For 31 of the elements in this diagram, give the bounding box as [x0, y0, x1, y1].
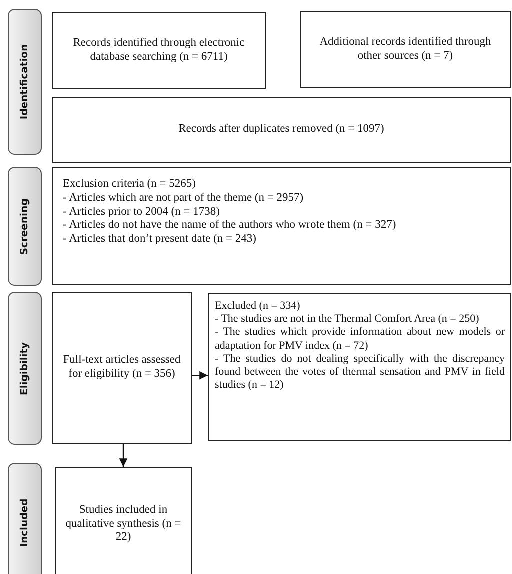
- exclusion-box: [208, 293, 511, 441]
- criterion-text: - The studies are not in the Thermal Comfort Area (n = 250): [215, 313, 480, 326]
- criterion-text: - Articles do not have the name of the authors who wrote them (n = 327): [63, 219, 398, 234]
- phase-label: Screening: [20, 198, 30, 255]
- box-text: Studies included in qualitative synthesis (n = 22): [64, 504, 182, 546]
- process-box: [52, 97, 511, 163]
- criterion-text: - Articles prior to 2004 (n = 1738): [63, 206, 221, 220]
- box-text: Records after duplicates removed (n = 1097): [178, 123, 384, 137]
- criterion-text: - Articles which are not part of the theme (n = 2957): [63, 192, 305, 206]
- box-text: Records identified through electronic database searching (n = 6711): [72, 36, 246, 64]
- exclusion-box: [52, 167, 511, 285]
- box-text: Excluded (n = 334): [215, 300, 302, 314]
- process-box: [300, 11, 511, 88]
- phase-label: Eligibility: [20, 342, 30, 395]
- phase-tab: [8, 9, 42, 155]
- phase-tab: [8, 463, 42, 574]
- criterion-text: - The studies do not dealing specifically with the discrepancy found between the votes of thermal sensation and PMV in field studies (n = 12): [215, 352, 505, 392]
- phase-label: Identification: [20, 44, 30, 120]
- phase-label: Included: [20, 498, 30, 548]
- process-box: [55, 467, 192, 574]
- box-text: Full-text articles assessed for eligibility (n = 356): [62, 354, 182, 382]
- box-text: Exclusion criteria (n = 5265): [63, 178, 197, 192]
- box-text: Additional records identified through other sources (n = 7): [318, 36, 492, 64]
- process-box: [52, 292, 192, 444]
- criterion-text: - Articles that don’t present date (n = 243): [63, 233, 258, 247]
- criterion-text: - The studies which provide information about new models or adaptation for PMV index (n = 72): [215, 326, 505, 353]
- arrow: [119, 444, 128, 467]
- phase-tab: [8, 292, 42, 445]
- phase-tab: [8, 167, 42, 286]
- process-box: [52, 12, 266, 89]
- arrow: [192, 371, 208, 380]
